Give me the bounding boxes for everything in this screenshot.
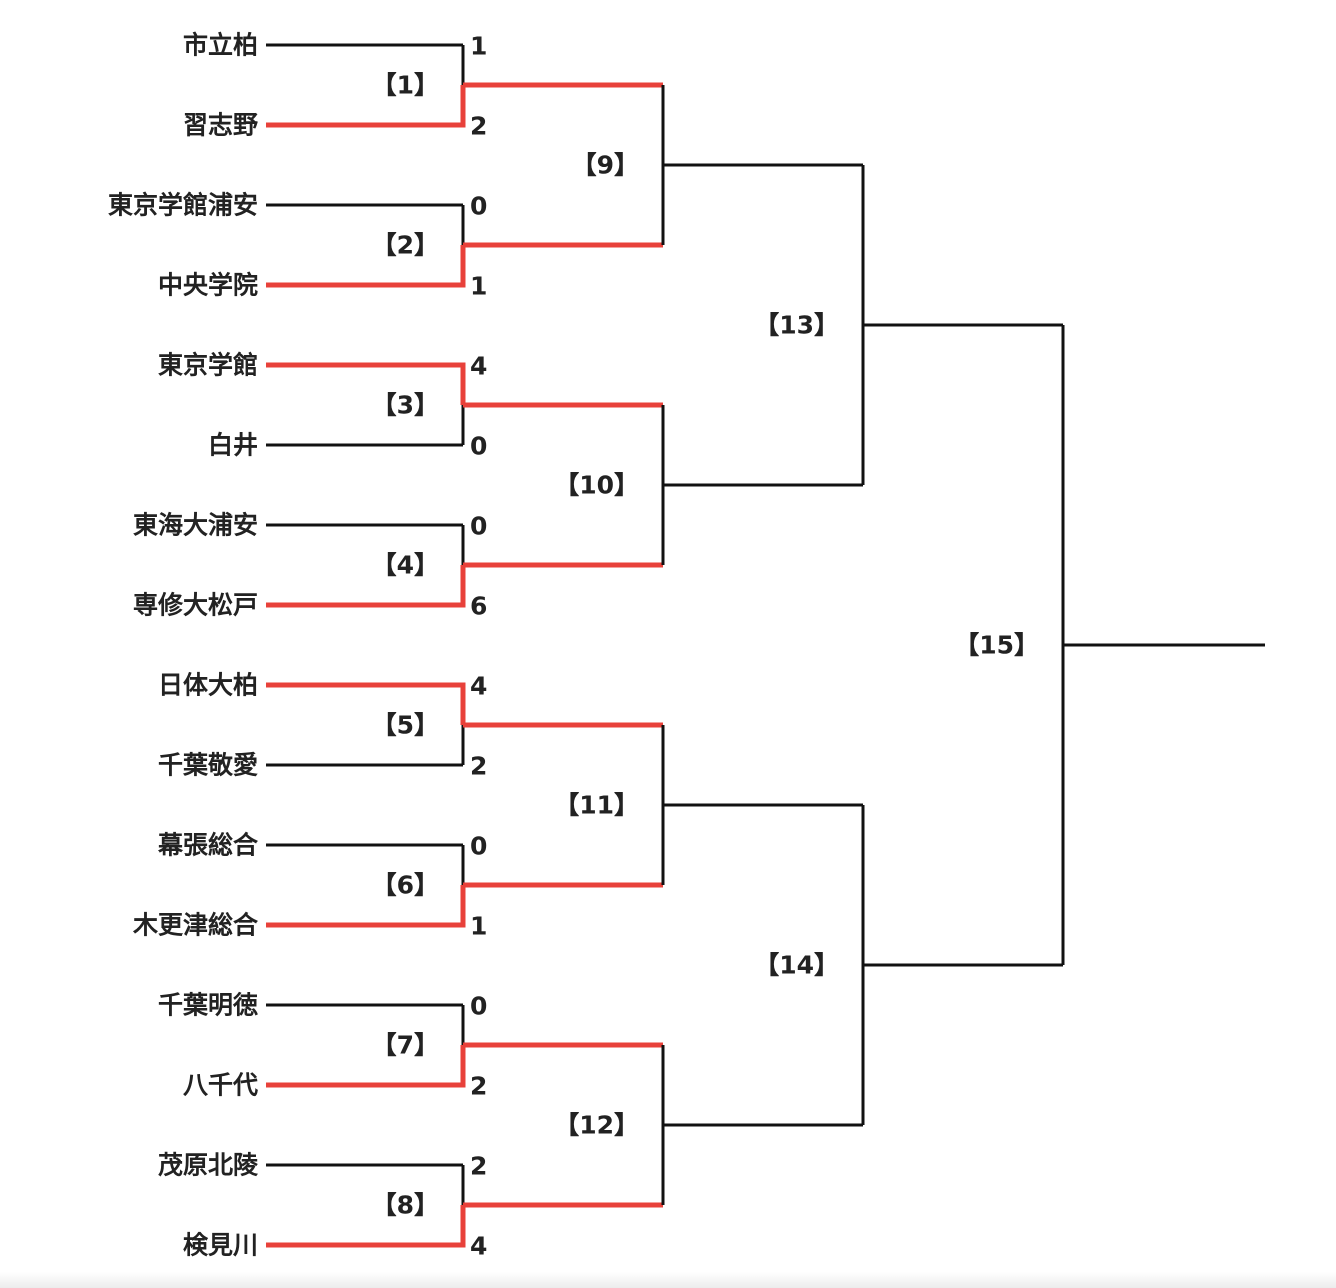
winner-line [266,682,466,725]
match-label: 【4】 [372,551,439,580]
winner-line [266,85,466,128]
score: 0 [470,512,487,541]
team-name: 幕張総合 [157,831,259,860]
score: 2 [470,1072,487,1101]
team-name: 千葉敬愛 [158,751,258,780]
score: 2 [470,1152,487,1181]
team-name: 茂原北陵 [158,1151,259,1180]
team-name: 白井 [208,431,258,460]
match-label: 【8】 [372,1191,439,1220]
score: 4 [470,352,487,381]
winner-line [266,885,466,928]
winner-line [266,1045,466,1088]
winner-line [266,362,466,405]
team-name: 八千代 [183,1071,258,1100]
score: 2 [470,752,487,781]
match-label: 【2】 [372,231,439,260]
team-name: 東海大浦安 [133,511,258,540]
match-label: 【10】 [554,471,639,500]
team-name: 東京学館浦安 [108,191,258,220]
score: 4 [470,1232,487,1261]
team-name: 東京学館 [158,351,258,380]
team-name: 中央学院 [158,271,258,300]
match-label: 【7】 [372,1031,439,1060]
team-name: 木更津総合 [132,911,259,940]
score: 1 [470,32,487,61]
match-label: 【6】 [372,871,439,900]
match-label: 【11】 [554,791,639,820]
winner-line [266,245,466,288]
score: 0 [470,192,487,221]
match-label: 【3】 [372,391,439,420]
score: 2 [470,112,487,141]
match-label: 【9】 [572,151,639,180]
team-name: 専修大松戸 [133,591,258,620]
match-label: 【5】 [372,711,439,740]
score: 6 [470,592,487,621]
score: 0 [470,832,487,861]
match-label: 【15】 [954,631,1039,660]
score: 0 [470,432,487,461]
score: 1 [470,272,487,301]
team-name: 検見川 [183,1231,258,1260]
match-label: 【13】 [754,311,839,340]
match-label: 【12】 [554,1111,639,1140]
team-name: 市立柏 [183,31,258,60]
score: 4 [470,672,487,701]
team-name: 日体大柏 [158,671,258,700]
winner-line [266,565,466,608]
match-label: 【14】 [754,951,839,980]
winner-line [266,1205,466,1248]
score: 0 [470,992,487,1021]
match-label: 【1】 [372,71,439,100]
score: 1 [470,912,487,941]
team-name: 千葉明徳 [158,991,258,1020]
bottom-edge-shadow [0,1272,1336,1288]
team-name: 習志野 [183,111,258,140]
